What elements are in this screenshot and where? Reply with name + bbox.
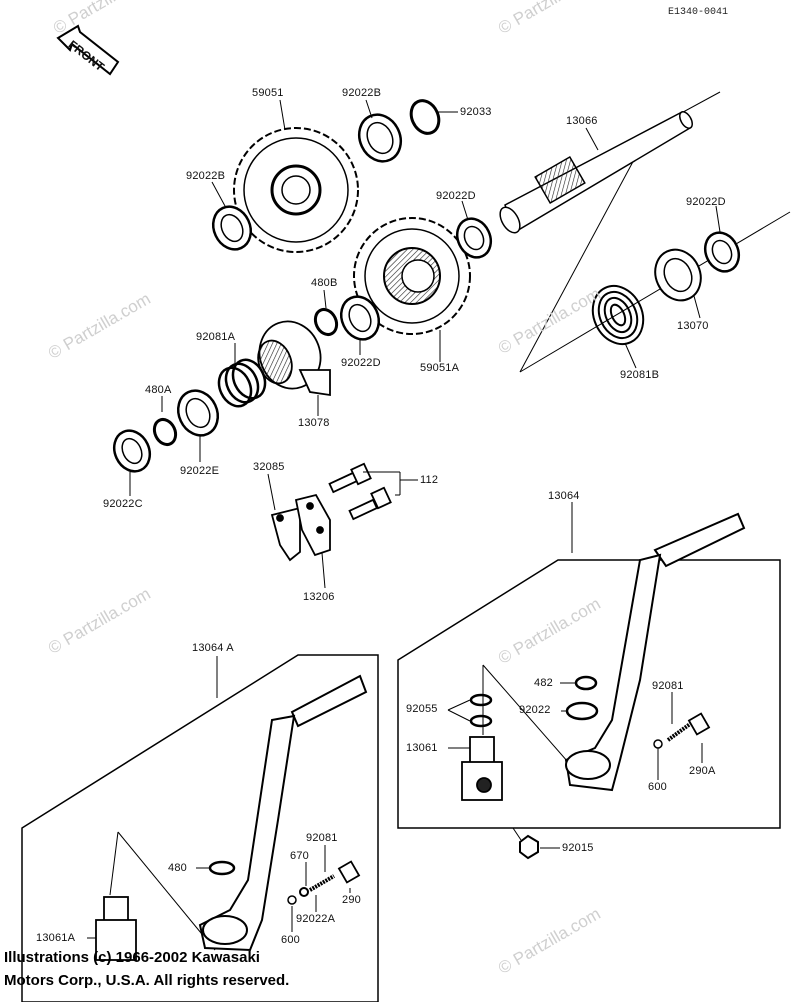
washer-92022-right — [565, 701, 599, 721]
washer-92022D-mid — [455, 217, 493, 259]
spring-guide-13070 — [654, 248, 702, 302]
label-13078: 13078 — [298, 417, 330, 429]
label-92081A: 92081A — [196, 331, 236, 343]
label-92055: 92055 — [406, 703, 438, 715]
label-13064A: 13064 A — [192, 642, 234, 654]
circlip-480B — [313, 307, 339, 337]
ratchet-13078 — [257, 320, 331, 397]
guide-lines — [109, 91, 791, 951]
leader-lines — [87, 99, 721, 939]
shaft-13061A — [95, 896, 137, 961]
label-92081-right: 92081 — [652, 680, 684, 692]
label-600-left: 600 — [281, 934, 300, 946]
label-59051: 59051 — [252, 87, 284, 99]
spring-92081-right — [666, 722, 692, 742]
diagram-code: E1340-0041 — [668, 7, 729, 18]
label-482: 482 — [534, 677, 553, 689]
label-13061A: 13061A — [36, 932, 76, 944]
washer-92022C — [112, 429, 152, 473]
label-59051A: 59051A — [420, 362, 460, 374]
washer-92022B-top — [357, 113, 403, 163]
o-rings-92055 — [469, 693, 493, 728]
nut-92015 — [519, 834, 539, 860]
circlip-92033 — [409, 99, 441, 135]
label-290: 290 — [342, 894, 361, 906]
label-92022C: 92022C — [103, 498, 143, 510]
kick-pedal-box-right — [397, 559, 781, 829]
label-92015: 92015 — [562, 842, 594, 854]
label-290A: 290A — [689, 765, 716, 777]
bolt-112-b — [348, 486, 392, 521]
label-92022D-mid: 92022D — [436, 190, 476, 202]
label-13061: 13061 — [406, 742, 438, 754]
label-92022D-right: 92022D — [686, 196, 726, 208]
copyright-line-2: Motors Corp., U.S.A. All rights reserved… — [4, 972, 290, 989]
label-92022B-top: 92022B — [342, 87, 382, 99]
circlip-480A — [152, 417, 178, 447]
bolt-290 — [337, 860, 361, 884]
bolt-290A — [687, 712, 711, 736]
label-92033: 92033 — [460, 106, 492, 118]
washer-92022D-low — [339, 295, 381, 341]
spring-92081-left — [308, 874, 336, 892]
label-480-left: 480 — [168, 862, 187, 874]
label-92081B: 92081B — [620, 369, 660, 381]
washer-670 — [299, 887, 309, 897]
ball-600-right — [653, 739, 663, 749]
label-92022-right: 92022 — [519, 704, 551, 716]
label-92022B-left: 92022B — [186, 170, 226, 182]
label-480B: 480B — [311, 277, 338, 289]
label-92022D-low: 92022D — [341, 357, 381, 369]
kick-pedal-13064A — [198, 674, 368, 952]
label-92022E: 92022E — [180, 465, 220, 477]
shaft-13061 — [461, 736, 503, 801]
torsion-spring-92081B — [591, 284, 645, 346]
shaft-13066 — [499, 110, 693, 234]
clip-482 — [574, 675, 598, 691]
plate-13206 — [294, 493, 331, 557]
label-670: 670 — [290, 850, 309, 862]
copyright-line-1: Illustrations (c) 1966-2002 Kawasaki — [4, 949, 260, 966]
clip-480-left — [208, 860, 236, 876]
label-600-right: 600 — [648, 781, 667, 793]
spring-92081A — [217, 358, 267, 408]
kick-pedal-13064 — [564, 512, 746, 792]
washer-92022D-right — [703, 231, 741, 273]
ball-600-left — [287, 895, 297, 905]
label-112: 112 — [420, 474, 439, 486]
label-32085: 32085 — [253, 461, 285, 473]
bolt-112-a — [328, 462, 372, 494]
washer-92022E — [176, 389, 220, 437]
kick-pedal-box-left — [21, 654, 379, 1002]
washer-92022B-left — [211, 205, 253, 251]
gear-59051 — [233, 127, 359, 253]
label-13066: 13066 — [566, 115, 598, 127]
label-92022A: 92022A — [296, 913, 336, 925]
front-arrow-icon — [56, 24, 120, 76]
label-13206: 13206 — [303, 591, 335, 603]
label-13064: 13064 — [548, 490, 580, 502]
label-480A: 480A — [145, 384, 172, 396]
label-92081-left: 92081 — [306, 832, 338, 844]
stopper-32085 — [270, 506, 301, 562]
label-13070: 13070 — [677, 320, 709, 332]
gear-59051A — [353, 217, 471, 335]
